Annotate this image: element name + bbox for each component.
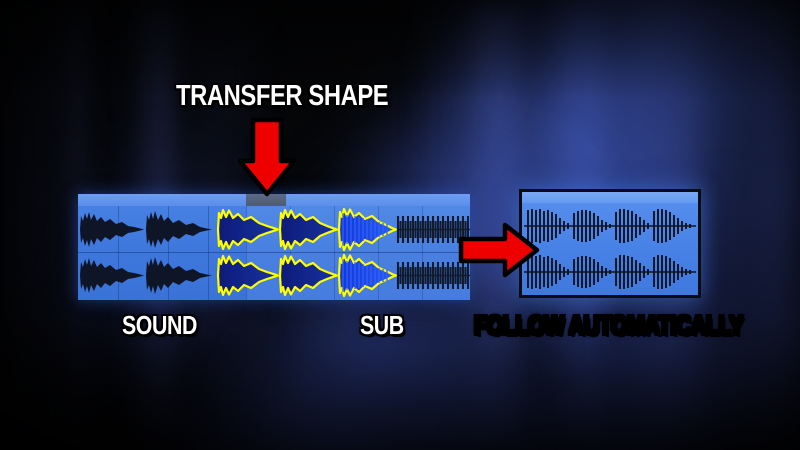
track-channel-right[interactable] bbox=[78, 253, 470, 298]
sub-waveform-group bbox=[396, 262, 470, 289]
selected-shape-group bbox=[216, 207, 398, 252]
track-gridline bbox=[334, 206, 335, 300]
source-waveform-group bbox=[80, 211, 212, 248]
waveform-channel-right bbox=[80, 253, 470, 298]
daw-track-sound-sub[interactable] bbox=[78, 194, 470, 300]
track-gridline bbox=[246, 206, 247, 300]
track-gridline bbox=[378, 206, 379, 300]
track-header-selection bbox=[246, 194, 286, 206]
result-burst-group bbox=[524, 255, 696, 289]
result-burst-group bbox=[524, 209, 696, 243]
selected-shape-group bbox=[216, 253, 398, 298]
track-gridline bbox=[118, 206, 119, 300]
result-waveform-right bbox=[524, 255, 696, 289]
right-arrow-icon bbox=[458, 222, 540, 278]
down-arrow-icon bbox=[237, 117, 297, 197]
result-channel-left bbox=[522, 204, 698, 248]
track-header-strip[interactable] bbox=[78, 194, 470, 206]
track-gridline bbox=[168, 206, 169, 300]
red-right-arrow bbox=[458, 220, 540, 280]
label-follow-automatically: FOLLOW AUTOMATICALLY bbox=[474, 310, 743, 340]
selected-shape-stripes bbox=[342, 259, 388, 292]
track-gridline bbox=[422, 206, 423, 300]
label-sound: SOUND bbox=[122, 310, 197, 340]
track-gridline bbox=[208, 206, 209, 300]
track-gridline bbox=[290, 206, 291, 300]
result-channel-right bbox=[522, 250, 698, 294]
result-box-header bbox=[522, 192, 698, 203]
track-channel-left[interactable] bbox=[78, 207, 470, 252]
waveform-channel-left bbox=[80, 207, 470, 252]
result-waveform-left bbox=[524, 209, 696, 243]
source-waveform-group bbox=[80, 257, 212, 294]
selected-shape-stripes bbox=[342, 213, 388, 246]
sub-waveform-group bbox=[396, 216, 470, 243]
result-waveform-box[interactable] bbox=[519, 189, 701, 298]
page-title: TRANSFER SHAPE bbox=[176, 80, 389, 112]
red-down-arrow bbox=[237, 117, 297, 197]
label-sub: SUB bbox=[360, 310, 404, 340]
channel-divider bbox=[78, 252, 470, 253]
